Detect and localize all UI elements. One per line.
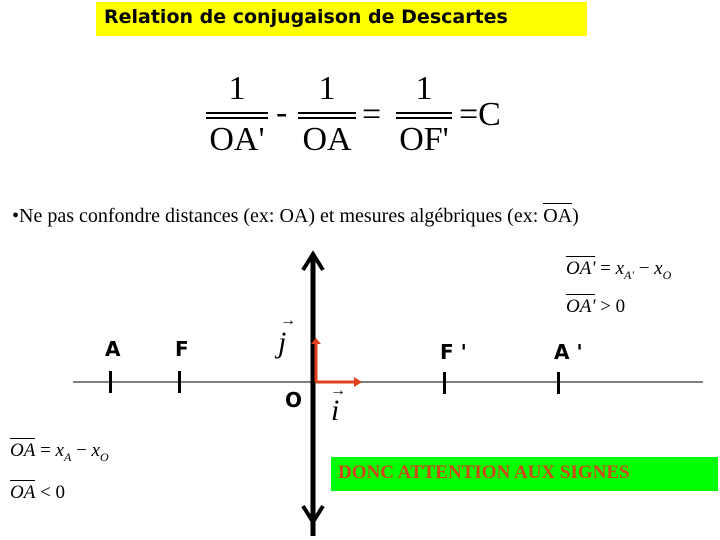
overline-oa-prime: OA'	[566, 294, 596, 317]
numerator: 1	[415, 70, 433, 107]
vector-i-label: → i	[330, 382, 346, 428]
fraction-bar	[396, 112, 452, 119]
fraction-bar	[298, 112, 356, 119]
point-f-prime-label: F '	[440, 340, 467, 364]
point-a-prime-label: A '	[554, 340, 583, 364]
equals: =	[40, 440, 51, 461]
denominator: OA'	[209, 121, 265, 158]
distinction-note: •Ne pas confondre distances (ex: OA) et …	[12, 203, 579, 228]
vector-i-arrowhead-icon	[354, 377, 362, 387]
note-suffix: )	[572, 205, 579, 227]
inequality-oa: OA < 0	[10, 480, 66, 504]
note-text: •Ne pas confondre distances (ex: OA) et …	[12, 205, 544, 227]
title-banner	[96, 2, 587, 36]
denominator: OA	[302, 121, 352, 158]
numerator: 1	[318, 70, 336, 107]
result-equals-c: =C	[459, 96, 501, 133]
relation-oa-prime: OA' = xA' − xO	[566, 256, 672, 283]
vector-j-arrowhead-icon	[311, 338, 321, 344]
point-a-tick	[109, 371, 112, 393]
inequality-oa-prime: OA' > 0	[566, 294, 626, 318]
point-f-label: F	[175, 337, 189, 361]
page-title: Relation de conjugaison de Descartes	[104, 6, 508, 28]
lens-bottom-arrow-icon	[301, 504, 325, 526]
vector-arrow-icon: →	[280, 312, 296, 329]
overline-oa-prime: OA'	[566, 256, 596, 279]
vector-j-text: j	[278, 326, 287, 359]
relation-oa: OA = xA − xO	[10, 438, 109, 465]
vector-i-text: i	[331, 394, 340, 427]
note-overlined-oa: OA	[543, 203, 573, 227]
subscript: O	[99, 449, 109, 464]
subscript: O	[662, 267, 672, 282]
relation: > 0	[600, 296, 626, 317]
x-var: x	[654, 258, 663, 279]
fraction-of-prime: 1 OF'	[392, 72, 456, 157]
overline-oa: OA	[10, 480, 36, 503]
point-a-label: A	[105, 337, 121, 361]
origin-label: O	[285, 388, 303, 412]
minus: −	[638, 258, 650, 279]
equals-sign: =	[362, 96, 382, 133]
overline-oa: OA	[10, 438, 36, 461]
vector-arrow-icon: →	[330, 382, 346, 399]
fraction-oa: 1 OA	[294, 72, 360, 157]
minus-sign: -	[276, 94, 288, 131]
subscript: A'	[624, 267, 634, 282]
x-var: x	[615, 258, 625, 279]
point-f-prime-tick	[443, 372, 446, 394]
numerator: 1	[228, 70, 246, 107]
denominator: OF'	[399, 121, 449, 158]
x-var: x	[55, 440, 64, 461]
warning-banner	[331, 457, 718, 491]
fraction-oa-prime: 1 OA'	[203, 72, 271, 157]
equals: =	[600, 258, 611, 279]
vector-j-label: → j	[278, 312, 296, 360]
point-a-prime-tick	[557, 372, 560, 394]
lens-top-arrow-icon	[301, 250, 325, 272]
x-var: x	[91, 440, 100, 461]
point-f-tick	[178, 371, 181, 393]
subscript: A	[63, 449, 72, 464]
warning-text: DONC ATTENTION AUX SIGNES	[338, 462, 630, 483]
minus: −	[76, 440, 87, 461]
fraction-bar	[206, 112, 268, 119]
relation: < 0	[40, 482, 66, 503]
